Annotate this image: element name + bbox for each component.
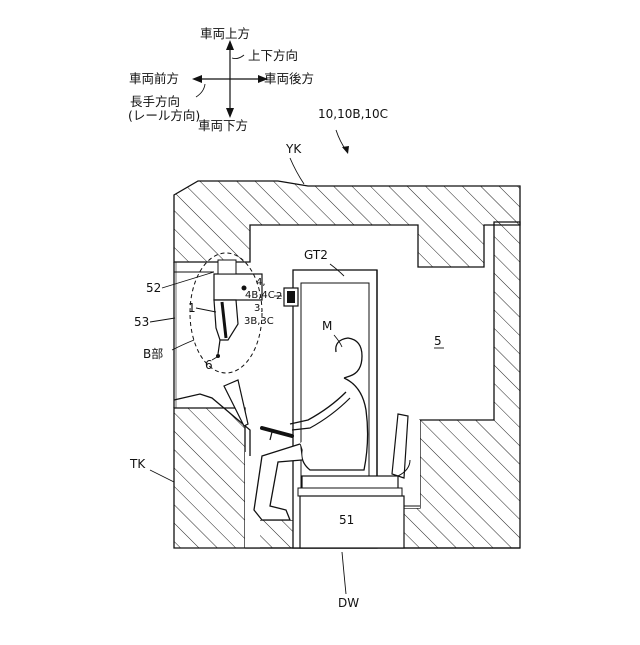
label-vehicle-rear: 車両後方	[264, 71, 314, 86]
label-part-5: 5	[434, 334, 442, 348]
label-part-4b: 4B,4C	[245, 290, 275, 301]
label-part-6: 6	[205, 358, 213, 372]
leader-6	[212, 357, 217, 360]
arrow-down-icon	[226, 108, 234, 118]
label-part-2: 2	[276, 291, 282, 302]
label-roof-yk: YK	[285, 142, 302, 156]
label-part-b: B部	[143, 346, 163, 361]
figure-reference-label: 10,10B,10C	[318, 107, 388, 121]
longitudinal-leader	[196, 84, 205, 97]
label-occupant-m: M	[322, 319, 332, 333]
leader-1	[196, 308, 216, 312]
label-vehicle-front: 車両前方	[129, 71, 179, 86]
orientation-indicator: 車両上方 上下方向 車両前方 車両後方 長手方向 (レール方向) 車両下方	[128, 26, 314, 133]
device-3	[214, 300, 238, 340]
label-vehicle-down: 車両下方	[198, 118, 248, 133]
label-longitudinal-direction: 長手方向	[130, 94, 180, 109]
arrow-left-icon	[192, 75, 202, 83]
sensor-6	[216, 340, 220, 358]
roof-leader	[290, 158, 304, 184]
label-part-53: 53	[134, 315, 149, 329]
label-seat-51: 51	[339, 513, 354, 527]
updown-leader	[232, 55, 244, 59]
label-wall-gt2: GT2	[304, 248, 328, 262]
label-floor-tk: TK	[129, 457, 146, 471]
label-rail-direction: (レール方向)	[128, 108, 200, 123]
label-vehicle-up: 車両上方	[200, 26, 250, 41]
leader-52	[162, 272, 214, 288]
label-part-3: 3,	[254, 303, 264, 314]
label-part-1: 1	[188, 301, 196, 315]
leader-tk	[150, 470, 174, 482]
figure-ref-arrow-icon	[342, 146, 349, 154]
label-part-4: 4,	[256, 277, 266, 288]
label-floor-dw: DW	[338, 596, 359, 610]
roof-structure	[174, 181, 520, 267]
control-lever	[262, 428, 292, 440]
leader-dw	[342, 552, 346, 594]
leader-53	[150, 318, 175, 322]
label-part-3b: 3B,3C	[244, 316, 274, 327]
device-2	[284, 288, 298, 306]
label-up-down-direction: 上下方向	[248, 48, 298, 63]
leader-b	[172, 340, 194, 350]
arrow-up-icon	[226, 40, 234, 50]
label-part-52: 52	[146, 281, 161, 295]
